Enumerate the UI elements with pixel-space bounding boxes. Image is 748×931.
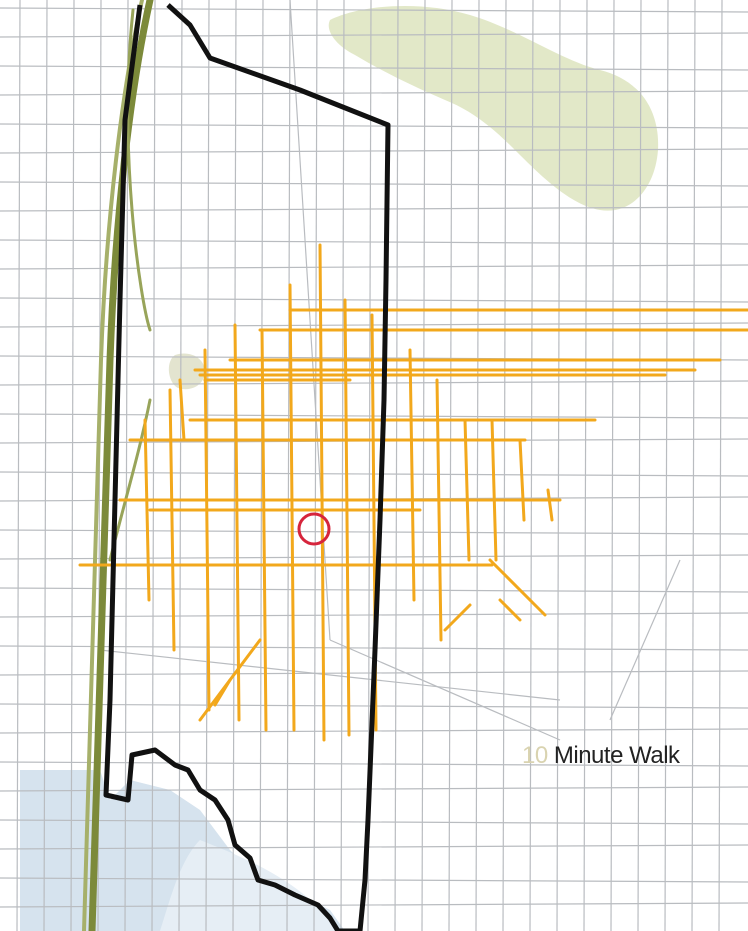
street-line xyxy=(313,0,318,931)
neighborhood-boundary xyxy=(103,3,391,931)
street-line xyxy=(0,7,748,13)
street-line xyxy=(475,0,480,931)
street-line xyxy=(637,0,642,931)
street-line xyxy=(43,0,48,931)
street-line xyxy=(0,761,748,767)
street-line xyxy=(529,0,534,931)
walkshed-segment xyxy=(233,323,241,722)
street-line xyxy=(0,819,748,825)
street-line xyxy=(151,0,156,931)
legend: 10 Minute Walk xyxy=(522,742,680,770)
walkshed-segment xyxy=(518,438,526,522)
street-line xyxy=(0,65,748,71)
street-line xyxy=(329,639,561,741)
rail-corridor xyxy=(82,0,154,931)
street-line xyxy=(0,32,748,38)
street-line xyxy=(609,559,681,721)
water-area xyxy=(160,840,340,931)
walkshed-segment xyxy=(546,488,554,522)
street-line xyxy=(232,0,237,931)
street-line xyxy=(0,297,748,303)
street-line xyxy=(340,0,345,931)
street-line xyxy=(610,0,615,931)
walkshed-segment xyxy=(260,328,268,732)
walkshed-segment xyxy=(443,603,472,632)
street-line xyxy=(583,0,588,931)
street-line xyxy=(0,239,748,245)
walkshed-segment xyxy=(408,348,416,602)
street-line xyxy=(0,844,748,850)
walkshed-segment xyxy=(143,418,151,602)
walkshed-segment xyxy=(168,388,176,652)
street-line xyxy=(556,0,561,931)
walkshed-segment xyxy=(203,348,211,712)
street-line xyxy=(0,877,748,883)
walkshed-segment xyxy=(498,598,522,622)
walkshed-segment xyxy=(435,378,443,642)
street-line xyxy=(0,322,748,328)
walkshed-segment xyxy=(178,378,186,442)
street-line xyxy=(394,0,399,931)
street-line xyxy=(99,649,561,701)
street-line xyxy=(421,0,426,931)
street-line xyxy=(718,0,723,931)
walkshed-segment xyxy=(463,418,471,562)
legend-label: Minute Walk xyxy=(553,742,680,769)
street-line xyxy=(502,0,507,931)
legend-number: 10 xyxy=(522,742,548,769)
street-line xyxy=(448,0,453,931)
walkshed-routes xyxy=(78,243,748,742)
walkshed-segment xyxy=(490,418,498,562)
park-area xyxy=(168,353,205,390)
walkshed-segment xyxy=(213,678,232,707)
street-line xyxy=(0,786,748,792)
street-line xyxy=(664,0,669,931)
street-line xyxy=(70,0,75,931)
street-line xyxy=(178,0,183,931)
street-line xyxy=(0,264,748,270)
park-area xyxy=(328,5,659,211)
walkshed-segment xyxy=(488,558,547,617)
origin-marker-icon[interactable] xyxy=(297,512,331,546)
walkshed-segment xyxy=(318,243,326,742)
street-line xyxy=(0,902,748,908)
street-line xyxy=(286,0,291,931)
street-line xyxy=(16,0,21,931)
walkshed-segment xyxy=(343,298,351,737)
street-line xyxy=(691,0,696,931)
street-line xyxy=(259,0,264,931)
